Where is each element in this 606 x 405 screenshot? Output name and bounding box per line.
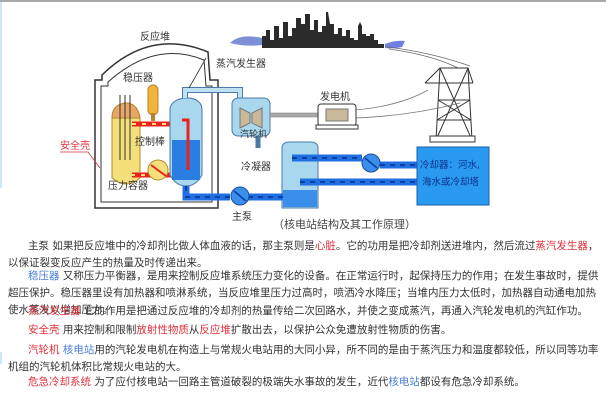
p0-s3: 蒸汽发生器 [535, 240, 588, 252]
nuclear-plant-diagram [60, 12, 490, 209]
p3-s2: 从 [188, 324, 200, 336]
label-main-pump: 主泵 [232, 212, 252, 223]
power-pylon-icon [424, 67, 476, 143]
cooling-loop [292, 154, 418, 186]
cooler-box [416, 146, 490, 206]
label-turbine: 汽轮机 [240, 130, 268, 140]
p0-s1: 心脏 [314, 240, 336, 252]
term-turbine: 汽轮机 [28, 344, 60, 356]
p3-s1: 放射性物质 [136, 324, 189, 336]
paragraph-emergency-cooling: 危急冷却系统 为了应付核电站一回路主管道破裂的极端失水事故的发生，近代核电站都设… [8, 374, 602, 391]
term-steam-generator: 蒸汽发生器 [28, 305, 81, 317]
p3-s0: 用来控制和限制 [59, 324, 137, 336]
paragraph-pressurizer: 稳压器 又称压力平衡器，是用来控制反应堆系统压力变化的设备。在正常运行时，起保持… [8, 268, 602, 319]
term-main-pump: 主泵 [28, 240, 49, 252]
p5-s0: 为了应付核电站一回路主管道破裂的极端失水事故的发生，近代 [91, 376, 389, 388]
label-reactor: 反应堆 [140, 32, 170, 43]
p3-s4: 扩散出去，以保护公众免遭放射性物质的伤害。 [230, 324, 452, 336]
term-pressurizer: 稳压器 [28, 270, 60, 282]
paragraph-main-pump: 主泵 如果把反应堆中的冷却剂比做人体血液的话，那主泵则是心脏。它的功用是把冷却剂… [8, 238, 602, 272]
label-pressurizer: 稳压器 [123, 73, 153, 84]
p3-s3: 反应堆 [199, 324, 231, 336]
turbine-icon [231, 97, 271, 137]
label-cooler-line1: 冷却器：河水, [420, 160, 481, 171]
label-generator: 发电机 [320, 92, 350, 103]
left-edge-strip [0, 2, 2, 188]
label-containment: 安全壳 [60, 141, 90, 152]
city-skyline-icon [230, 12, 405, 49]
p2-s0: 它的作用是把通过反应堆的冷却剂的热量传给二次回路水，并使之变成蒸汽，再通入汽轮发… [80, 305, 588, 317]
label-control-rod: 控制棒 [135, 137, 165, 148]
p0-s0: 如果把反应堆中的冷却剂比做人体血液的话，那主泵则是 [49, 240, 315, 252]
p5-s2: 都设有危急冷却系统。 [419, 376, 525, 388]
p0-s4: ，以保证裂变反应产生的热量及时传递出来。 [8, 240, 599, 269]
left-edge-strip-lower [0, 352, 2, 364]
secondary-loop [182, 186, 283, 201]
term-emergency-cooling: 危急冷却系统 [28, 376, 91, 388]
p4-s2: 用的汽轮发电机在构造上与常规火电站用的大同小异，所不同的是由于蒸汽压力和温度都较… [8, 344, 599, 373]
paragraph-turbine: 汽轮机 核电站用的汽轮发电机在构造上与常规火电站用的大同小异，所不同的是由于蒸汽… [8, 342, 602, 376]
diagram-caption: （核电站结构及其工作原理） [273, 218, 416, 231]
label-condenser: 冷凝器 [241, 162, 271, 173]
label-cooler-line2: 海水或冷却塔 [422, 177, 480, 188]
term-containment: 安全壳 [28, 324, 60, 336]
paragraph-containment: 安全壳 用来控制和限制放射性物质从反应堆扩散出去，以保护公众免遭放射性物质的伤害… [8, 322, 602, 339]
steam-generator-icon [169, 97, 203, 187]
pressurizer-icon [147, 84, 159, 121]
top-border [0, 0, 606, 2]
paragraph-steam-generator: 蒸汽发生器 它的作用是把通过反应堆的冷却剂的热量传给二次回路水，并使之变成蒸汽，… [8, 303, 602, 320]
p4-s1: 核电站 [62, 344, 95, 356]
label-pressure-vessel: 压力容器 [108, 181, 148, 192]
p0-s2: 。它的功用是把冷却剂送进堆内，然后流过 [335, 240, 536, 252]
p5-s1: 核电站 [388, 376, 420, 388]
label-steam-generator: 蒸汽发生器 [216, 59, 266, 70]
p1-s0: 又称压力平衡器，是用来控制反应堆系统压力变化的设备。在正常运行时，起保持压力的作… [8, 270, 599, 316]
condenser-icon [281, 141, 319, 209]
generator-icon [315, 103, 359, 130]
